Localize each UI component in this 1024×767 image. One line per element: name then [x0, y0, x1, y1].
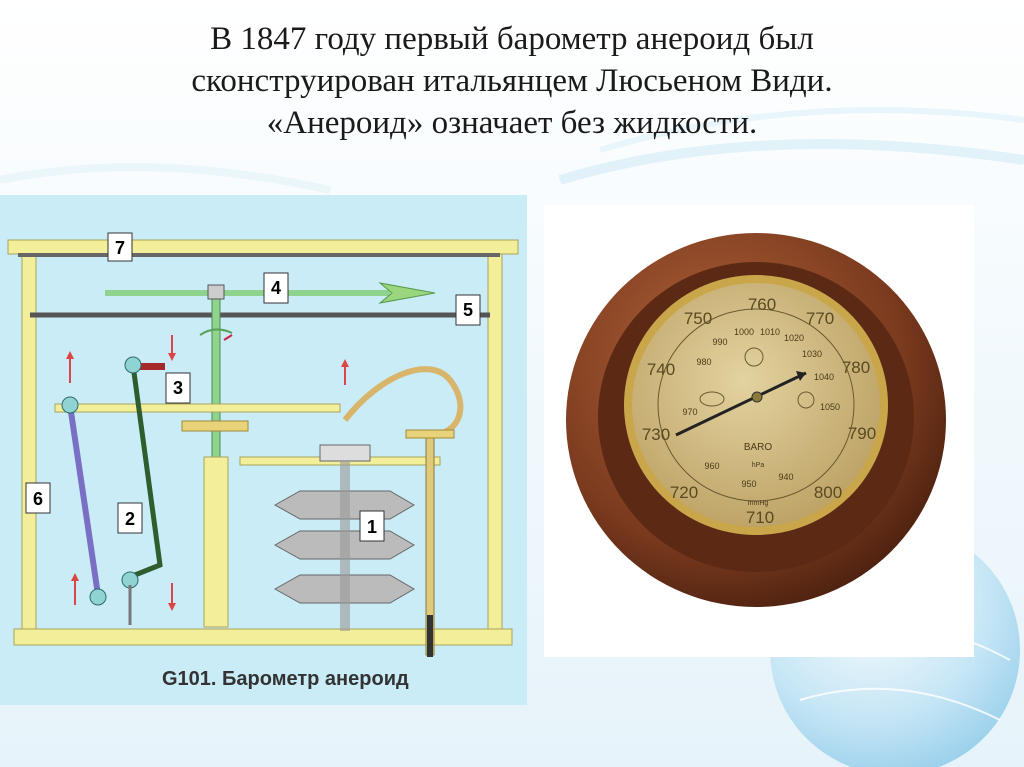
svg-text:780: 780: [842, 358, 870, 377]
svg-text:6: 6: [33, 489, 43, 509]
svg-text:710: 710: [746, 508, 774, 527]
svg-text:1050: 1050: [820, 402, 840, 412]
svg-text:970: 970: [682, 407, 697, 417]
svg-text:1: 1: [367, 517, 377, 537]
svg-text:2: 2: [125, 509, 135, 529]
svg-text:790: 790: [848, 424, 876, 443]
dial-unit-label: hPa: [752, 462, 765, 469]
svg-text:750: 750: [684, 309, 712, 328]
svg-text:720: 720: [670, 483, 698, 502]
dial-unit-label-2: mmHg: [748, 500, 769, 507]
label-box-3: 3: [165, 372, 191, 404]
label-box-2: 2: [117, 502, 143, 534]
linkage-rod: [129, 364, 163, 580]
frame-top-bar: [7, 239, 519, 255]
label-box-5: 5: [455, 294, 481, 326]
sun-cloud-icon: [744, 347, 764, 367]
spring-tube: [342, 366, 464, 438]
dial-inner-scale: 990 1000 1010 1020 1030 1040 1050 980 97…: [682, 327, 840, 489]
svg-text:800: 800: [814, 483, 842, 502]
title-line-3: «Анероид» означает без жидкости.: [266, 105, 758, 141]
aneroid-mechanism-diagram: 7 4 5 3 6 2 1: [0, 195, 527, 705]
svg-text:1000: 1000: [734, 327, 754, 337]
frame-right-post: [487, 253, 503, 630]
title-line-1: В 1847 году первый барометр анероид был: [210, 21, 814, 57]
title-line-2: сконструирован итальянцем Люсьеном Види.: [191, 63, 833, 99]
rain-cloud-icon: [699, 391, 725, 407]
svg-text:1030: 1030: [802, 349, 822, 359]
svg-text:960: 960: [704, 461, 719, 471]
label-box-4: 4: [263, 272, 289, 304]
frame-base: [13, 628, 513, 646]
sun-icon: [797, 391, 815, 409]
label-box-1: 1: [359, 510, 385, 542]
label-box-6: 6: [25, 482, 51, 514]
frame-left-post: [21, 253, 37, 630]
svg-text:770: 770: [806, 309, 834, 328]
svg-text:1040: 1040: [814, 372, 834, 382]
svg-text:950: 950: [741, 479, 756, 489]
svg-text:980: 980: [696, 357, 711, 367]
slide-title: В 1847 году первый барометр анероид был …: [0, 18, 1024, 144]
svg-text:1020: 1020: [784, 333, 804, 343]
dial-baro-label: BARO: [744, 442, 773, 453]
svg-text:760: 760: [748, 295, 776, 314]
svg-text:940: 940: [778, 472, 793, 482]
svg-text:5: 5: [463, 300, 473, 320]
lever-arm: [54, 403, 341, 413]
svg-text:3: 3: [173, 378, 183, 398]
dial-outer-scale: 760 750 770 740 780 730 790 720 800 710: [642, 295, 876, 527]
svg-text:730: 730: [642, 425, 670, 444]
barometer-needle: [675, 371, 807, 437]
svg-text:990: 990: [712, 337, 727, 347]
barometer-photo: 760 750 770 740 780 730 790 720 800 710 …: [544, 205, 974, 657]
svg-text:740: 740: [647, 360, 675, 379]
adjusting-rod: [67, 404, 101, 596]
pointer-arrow-icon: [378, 282, 436, 304]
svg-text:1010: 1010: [760, 327, 780, 337]
label-box-7: 7: [107, 232, 133, 262]
diagram-caption: G101. Барометр анероид: [162, 668, 409, 690]
svg-text:7: 7: [115, 238, 125, 258]
svg-text:4: 4: [271, 278, 281, 298]
dial-face: [632, 283, 880, 527]
